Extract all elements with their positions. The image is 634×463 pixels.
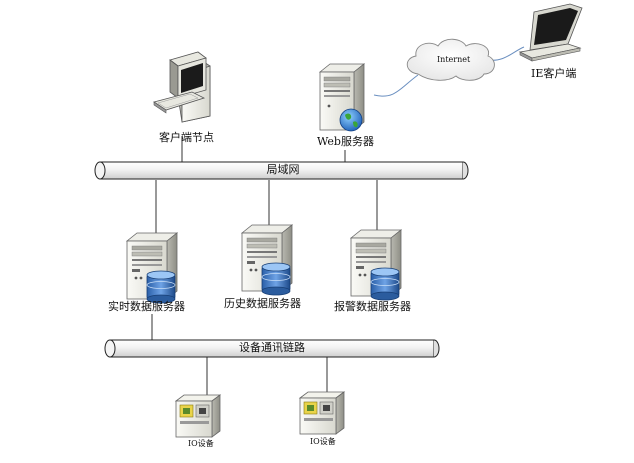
ie-client-label: IE客户端: [531, 67, 577, 80]
device-link-bus: [104, 339, 440, 358]
ie-client-laptop-icon: [518, 3, 583, 62]
io-device-2-icon: [299, 391, 345, 435]
lan-label: 局域网: [266, 163, 300, 176]
alarm-server-label: 报警数据服务器: [334, 300, 411, 313]
realtime-server-label: 实时数据服务器: [108, 300, 185, 313]
web-server-icon: [318, 63, 366, 132]
io-device-1-label: IO设备: [188, 439, 214, 448]
web-server-label: Web服务器: [317, 135, 374, 148]
io-device-2-label: IO设备: [310, 437, 336, 446]
realtime-data-server-icon: [126, 232, 178, 304]
line-internet-to-ie-client: [487, 46, 525, 61]
lan-bus: [94, 161, 469, 180]
internet-label: Internet: [437, 55, 471, 64]
line-web-to-internet: [373, 74, 419, 97]
internet-cloud-icon: [406, 38, 495, 81]
io-device-1-icon: [175, 394, 221, 438]
device-link-label: 设备通讯链路: [239, 341, 305, 354]
connector-lines: [151, 136, 378, 395]
client-node-label: 客户端节点: [159, 131, 214, 144]
alarm-data-server-icon: [350, 229, 402, 301]
history-data-server-icon: [241, 224, 293, 296]
client-workstation-icon: [153, 51, 211, 123]
history-server-label: 历史数据服务器: [224, 297, 301, 310]
